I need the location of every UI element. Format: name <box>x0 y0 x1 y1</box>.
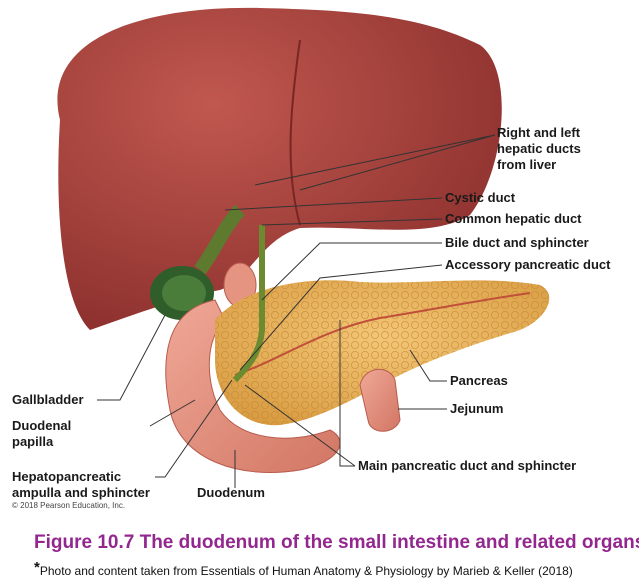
label-duodenum: Duodenum <box>197 485 265 500</box>
liver-fissure <box>289 39 301 226</box>
copyright: © 2018 Pearson Education, Inc. <box>12 501 126 510</box>
label-line: from liver <box>497 157 557 172</box>
footnote-text: Photo and content taken from Essentials … <box>39 564 573 578</box>
label-gallbladder: Gallbladder <box>12 392 84 407</box>
gallbladder-neck <box>194 205 246 275</box>
figure-caption: Figure 10.7 The duodenum of the small in… <box>34 532 639 553</box>
label-cystic-duct: Cystic duct <box>445 190 516 205</box>
pancreas-texture <box>215 280 550 426</box>
leader-lines <box>97 134 496 488</box>
label-line: papilla <box>12 434 54 449</box>
label-line: Right and left <box>497 125 581 140</box>
label-hepatic-ducts: Right and left hepatic ducts from liver <box>497 125 581 173</box>
label-line: hepatic ducts <box>497 141 581 156</box>
label-common-hepatic-duct: Common hepatic duct <box>445 211 582 226</box>
duodenum <box>165 299 341 473</box>
label-line: Hepatopancreatic <box>12 469 122 484</box>
main-pancreatic-duct <box>234 292 531 376</box>
label-line: Duodenal <box>12 418 72 433</box>
jejunum <box>359 368 401 432</box>
liver <box>57 7 502 331</box>
label-duodenal-papilla: Duodenal papilla <box>12 418 71 450</box>
label-pancreas: Pancreas <box>450 373 508 388</box>
label-jejunum: Jejunum <box>450 401 504 416</box>
footnote: *Photo and content taken from Essentials… <box>34 559 573 578</box>
label-hepatopancreatic-ampulla: Hepatopancreatic ampulla and sphincter <box>12 469 150 501</box>
footnote-mark: * <box>34 559 40 576</box>
label-line: ampulla and sphincter <box>12 485 150 500</box>
label-accessory-pancreatic-duct: Accessory pancreatic duct <box>445 257 611 272</box>
bile-duct <box>232 225 265 383</box>
label-bile-duct: Bile duct and sphincter <box>445 235 589 250</box>
gallbladder-inner <box>162 275 206 311</box>
label-main-pancreatic-duct: Main pancreatic duct and sphincter <box>358 458 577 473</box>
